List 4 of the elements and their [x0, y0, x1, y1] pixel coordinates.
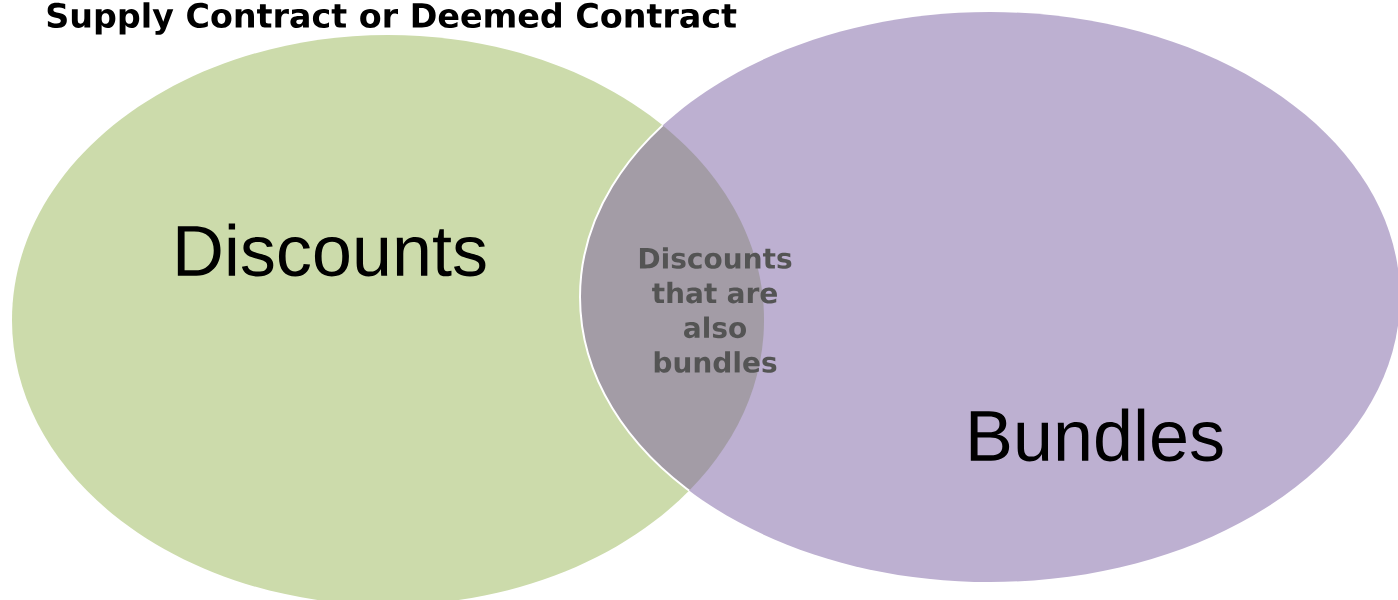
lens-label: Discounts that are also bundles [639, 247, 792, 373]
set-label: Bundles [970, 408, 1223, 462]
set-label: Discounts [177, 223, 486, 277]
title: Supply Contract or Deemed Contract [47, 2, 737, 35]
